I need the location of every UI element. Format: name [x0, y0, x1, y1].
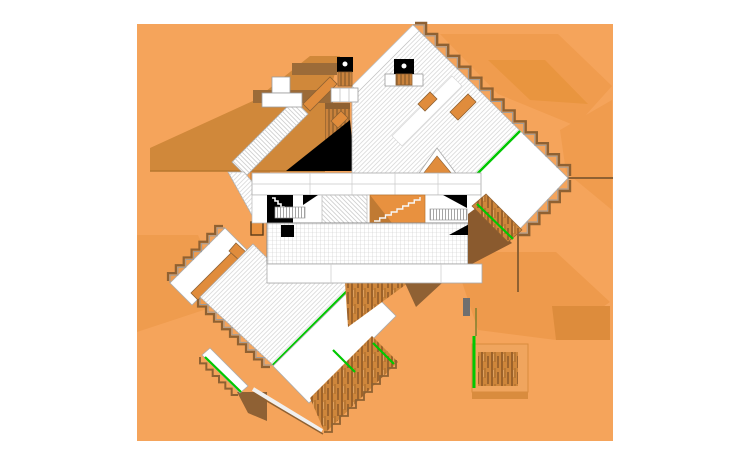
lower-wing-roof-seams	[200, 244, 358, 365]
lower-wing-fascia-shadow	[254, 393, 324, 435]
lower-wing-roof-nw	[169, 227, 248, 306]
garden-terrace-sawtooth-shadow	[199, 357, 238, 396]
terrain-facet-bottomright-dark	[552, 306, 610, 340]
chimney-2-vent	[401, 63, 407, 69]
stair-court-steps	[374, 197, 421, 222]
entry-box-2	[261, 92, 303, 108]
roof-slot-1	[330, 110, 349, 129]
terrain-shadow-band-1	[292, 63, 337, 75]
gallery-top-band-dividers	[252, 173, 481, 195]
deck-triangle-wood	[345, 283, 408, 327]
garden-terrace	[201, 347, 249, 394]
spa-deck-wood	[478, 352, 518, 386]
lower-wing-eave-green	[272, 280, 358, 366]
lower-wing-nw-sawtooth	[169, 227, 225, 283]
terrace-shadow	[237, 392, 267, 421]
terrain-facet-topright-dark	[488, 60, 588, 104]
upper-wing-se-sawtooth	[517, 178, 569, 234]
mid-stair-treads	[429, 208, 468, 221]
garden-terrace-green	[204, 356, 242, 393]
terrain-facet-right	[560, 100, 612, 210]
east-deck-wood	[471, 193, 523, 243]
upper-wing-ne-sawtooth-shadow	[415, 21, 572, 176]
mid-black-tri-a	[303, 195, 318, 205]
roof-slot-3	[417, 91, 438, 112]
upper-wing-se-sawtooth-shadow	[519, 180, 572, 237]
spa-deck-shadow	[472, 392, 528, 399]
upper-wing-ne-sawtooth	[413, 24, 569, 178]
east-deck-green	[476, 203, 514, 240]
gallery-bottom-band-dividers	[330, 264, 442, 283]
mid-black-tri-c	[449, 222, 473, 235]
chimney-1-flue	[337, 71, 353, 87]
lower-wing-nw-sawtooth-shadow	[166, 224, 223, 281]
rooftop-box-row-1	[330, 87, 359, 103]
upper-wing-ridge-band	[391, 75, 463, 147]
rooftop-box-row-1-dividers	[339, 88, 350, 102]
south-deck-sawtooth	[324, 360, 397, 433]
lower-wing-fascia	[251, 387, 324, 433]
deck-triangle-shadow	[405, 283, 442, 307]
skylight-hatch-panel	[321, 194, 368, 224]
stair-runner	[274, 206, 306, 219]
east-deck-shadow	[468, 208, 512, 266]
spa-gray-post	[463, 298, 470, 316]
retaining-wall-cap	[325, 103, 350, 109]
stair-court-shadow	[370, 195, 392, 223]
lower-wing-sw-sawtooth-shadow	[196, 299, 270, 369]
south-deck-green-1	[332, 349, 356, 373]
courtyard-black	[286, 120, 352, 171]
mid-black-tri-b	[443, 195, 467, 208]
south-deck-green-2	[372, 342, 395, 365]
entry-box-1	[271, 76, 291, 94]
roof-slot-2	[449, 93, 477, 121]
terrain-slope-hill	[150, 56, 340, 171]
grid-black-notch	[281, 225, 294, 237]
planter-box	[250, 221, 264, 236]
lower-wing-sw-sawtooth	[199, 297, 272, 366]
gallery-bottom-band	[266, 263, 483, 284]
south-deck-wood	[310, 336, 398, 433]
pergola-grid	[266, 222, 469, 265]
chimney-1-vent	[342, 61, 348, 67]
chimney-2-flue	[395, 73, 413, 86]
entry-stair-treads	[232, 100, 308, 176]
entry-canopy-orange	[302, 76, 338, 112]
